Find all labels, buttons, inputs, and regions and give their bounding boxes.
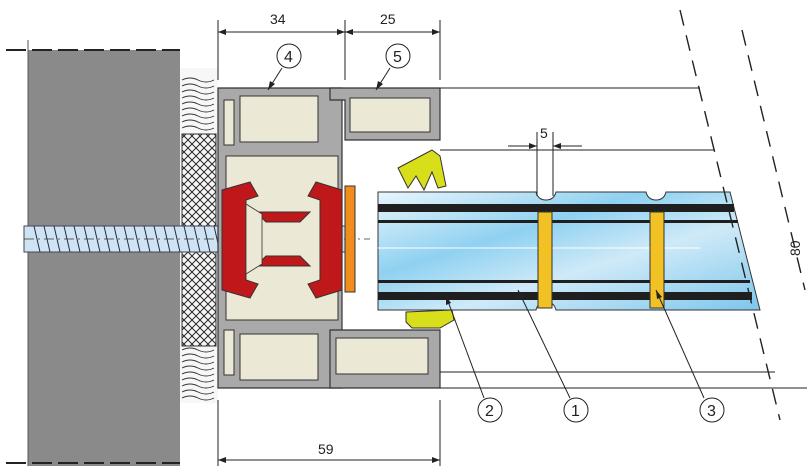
anchor-plate <box>344 185 356 293</box>
glazing-bead-bottom <box>329 329 441 389</box>
dimension-spacer-gap: 5 <box>540 125 548 141</box>
spacer-right <box>649 211 665 309</box>
steel-reinforcement <box>221 181 343 299</box>
callout-3: 3 <box>655 289 725 423</box>
callout-1-label: 1 <box>571 403 580 420</box>
dimension-frame-width: 34 <box>270 11 286 27</box>
callout-4-label: 4 <box>284 49 293 66</box>
triple-glazing-unit <box>377 191 761 311</box>
dimension-lines <box>217 20 807 466</box>
dimension-sash-width: 25 <box>380 11 396 27</box>
wall <box>6 40 180 466</box>
spacer-left <box>537 211 553 309</box>
dimension-glass-thickness: 80 <box>787 240 803 256</box>
dimension-total-width: 59 <box>318 441 334 457</box>
glazing-bead-top <box>329 87 441 141</box>
callout-2: 2 <box>445 295 503 423</box>
callout-4: 4 <box>267 43 302 91</box>
callout-3-label: 3 <box>707 403 716 420</box>
dimension-arrows <box>218 29 561 463</box>
callout-5: 5 <box>375 43 411 91</box>
frame-profile <box>217 87 343 389</box>
section-cut-lines <box>679 9 806 421</box>
gasket-top <box>397 149 447 192</box>
callout-1: 1 <box>517 289 589 423</box>
gasket-bottom <box>405 309 455 329</box>
callout-2-label: 2 <box>485 403 494 420</box>
callout-5-label: 5 <box>393 49 402 66</box>
